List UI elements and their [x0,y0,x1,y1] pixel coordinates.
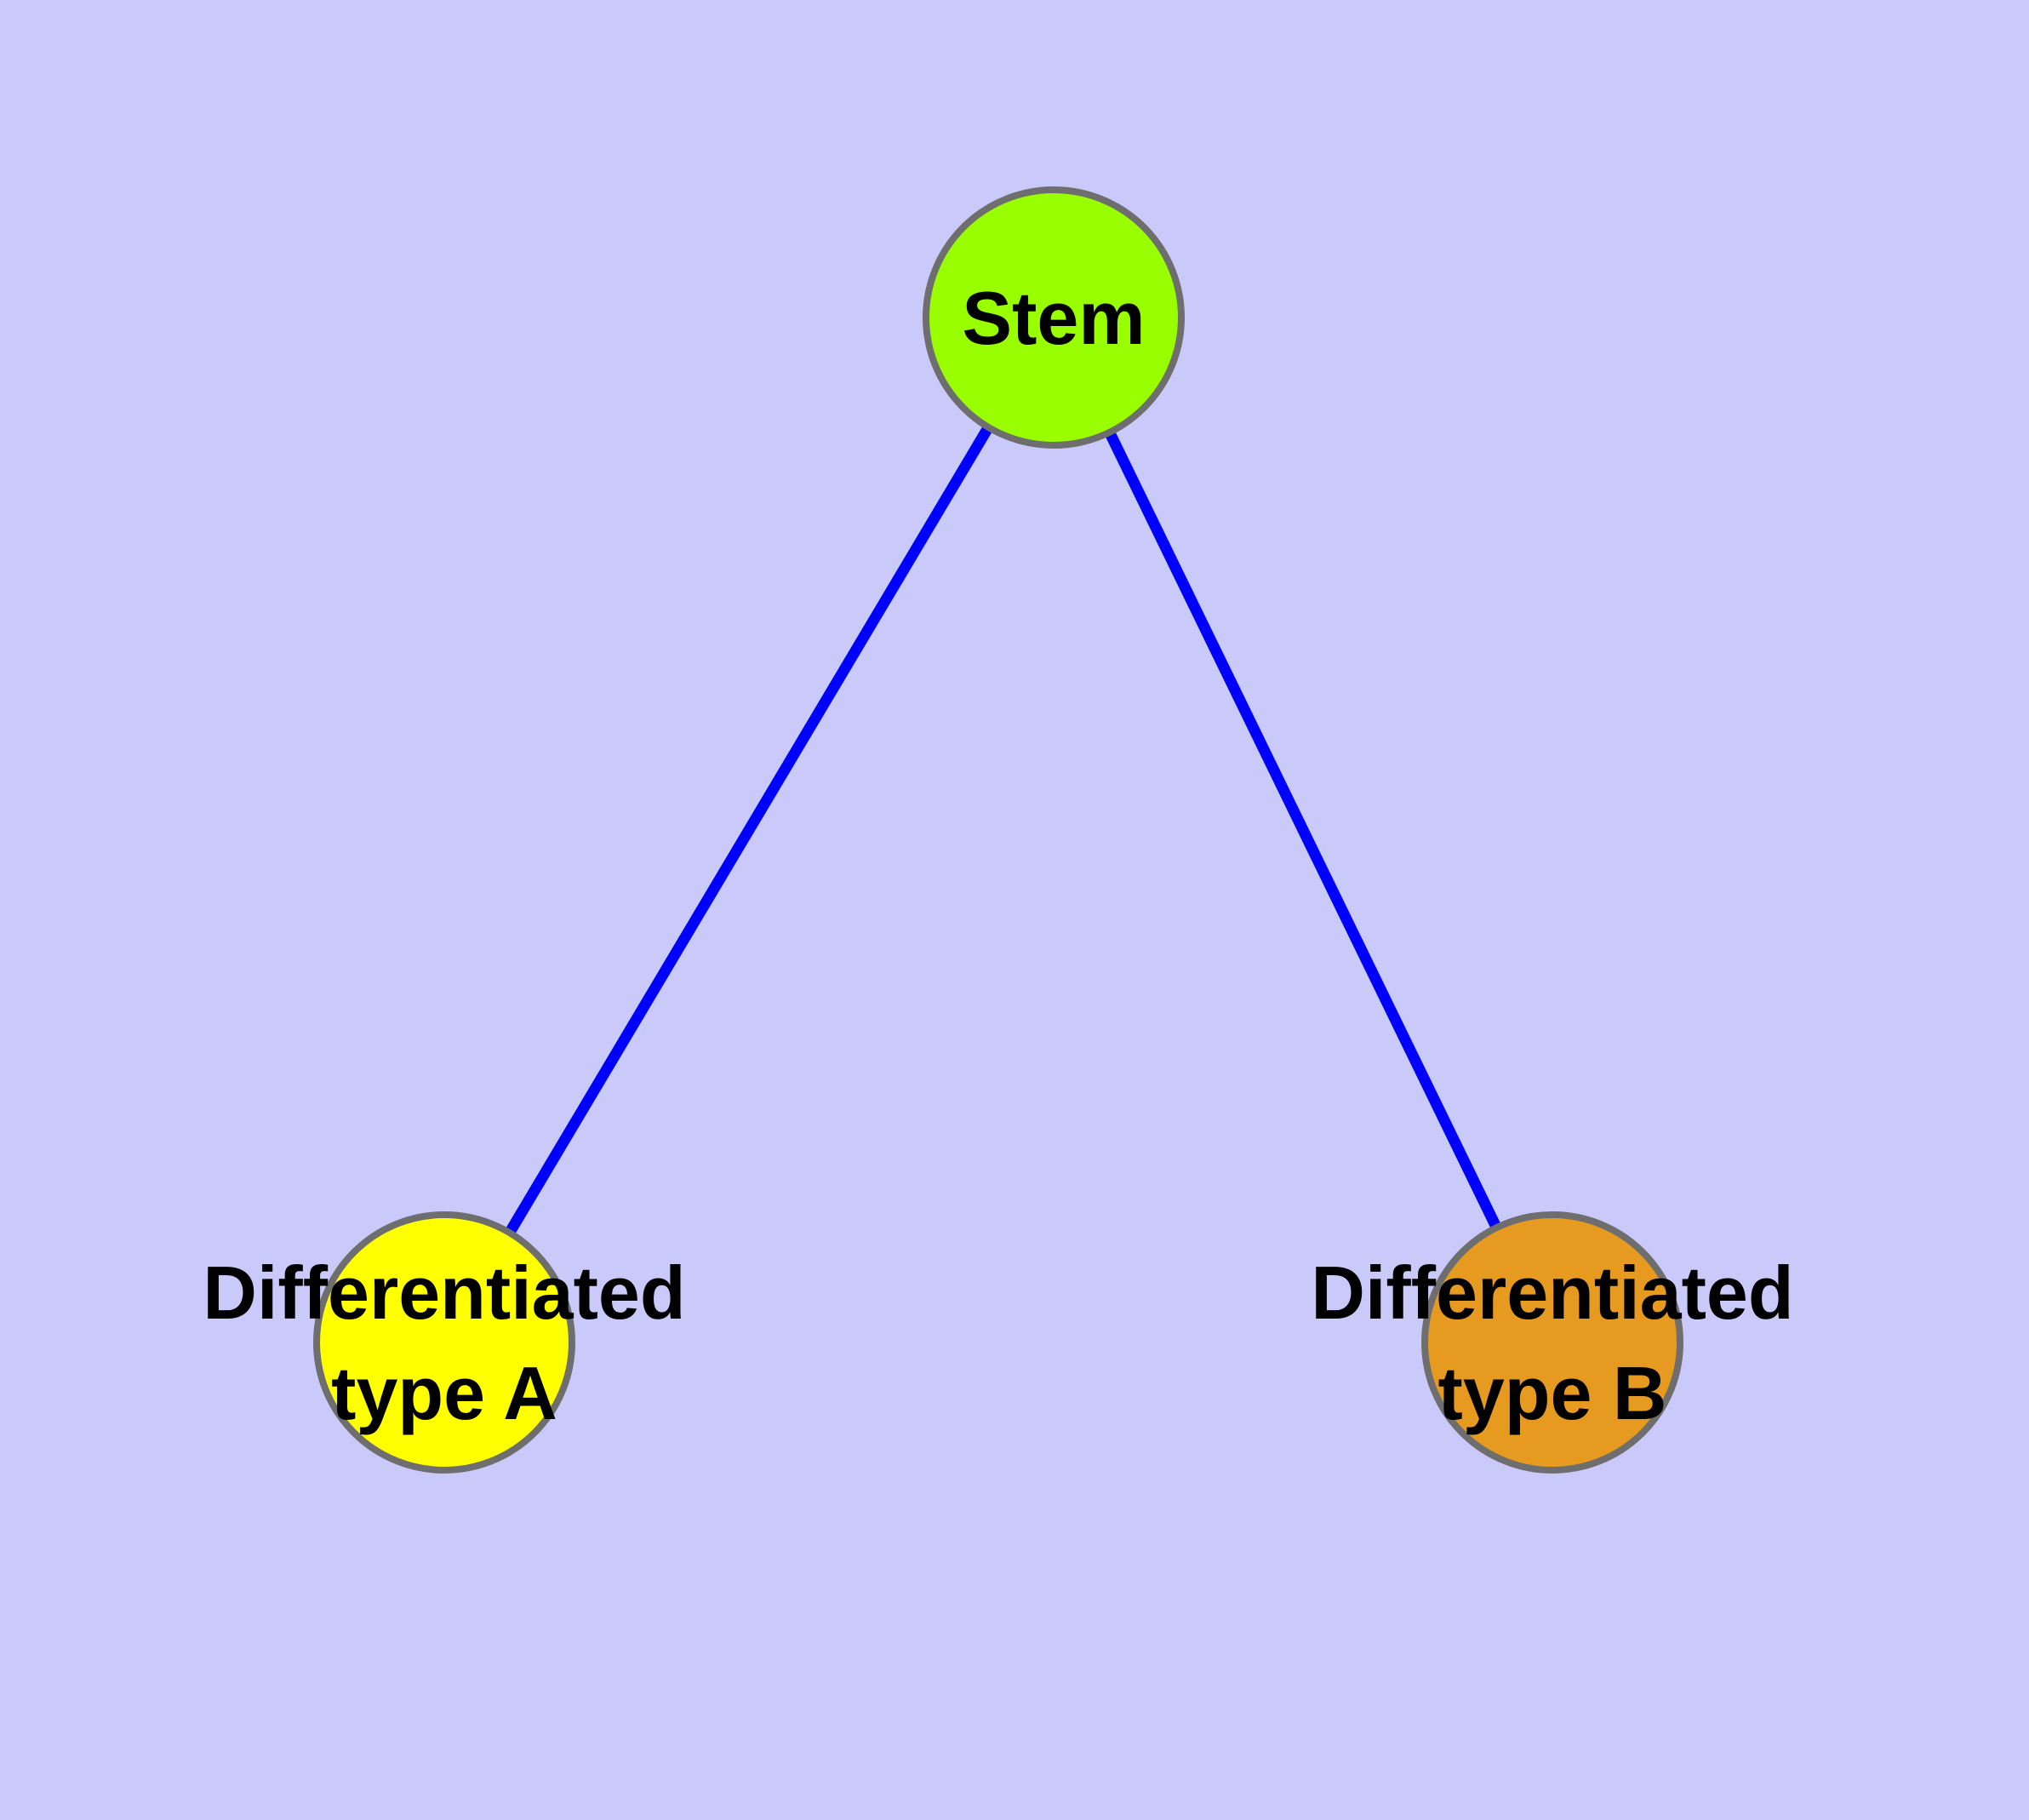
node-differentiated-type-a-label-line1: Differentiated [203,1251,685,1335]
node-stem-circle [923,186,1185,449]
edge-stem-to-typeA [439,314,1059,1346]
node-differentiated-type-b-label-line2: type B [1438,1351,1667,1435]
node-differentiated-type-a-label-line2: type A [331,1351,557,1435]
node-differentiated-type-b: Differentiated type B [1311,1211,1794,1474]
edge-stem-to-typeB [1049,315,1557,1345]
node-differentiated-type-a: Differentiated type A [203,1211,686,1474]
node-differentiated-type-a-circle [313,1211,575,1474]
node-differentiated-type-b-circle [1421,1211,1683,1474]
node-stem-label: Stem [962,276,1145,360]
node-differentiated-type-b-label-line1: Differentiated [1311,1251,1793,1335]
node-stem: Stem [923,186,1185,449]
